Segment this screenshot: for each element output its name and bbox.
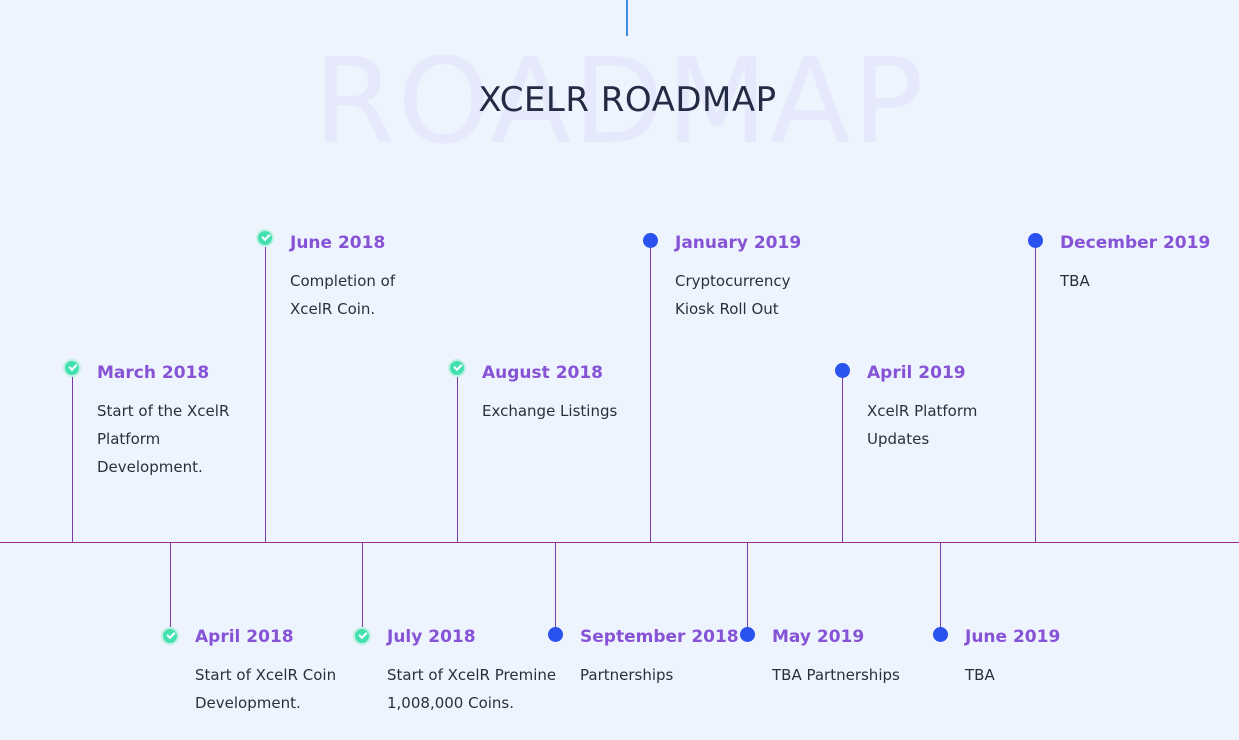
milestone-stem <box>747 543 748 635</box>
milestone-stem <box>1035 245 1036 542</box>
milestone-description: Start of the XcelR Platform Development. <box>97 402 230 476</box>
dot-icon <box>835 363 850 378</box>
milestone-item: June 2019 TBA <box>965 626 1105 689</box>
milestone-date: May 2019 <box>772 627 865 647</box>
milestone-description: Start of XcelR Premine 1,008,000 Coins. <box>387 666 557 712</box>
milestone-description: Exchange Listings <box>482 402 618 420</box>
milestone-stem <box>170 543 171 635</box>
milestone-description: Completion of XcelR Coin. <box>290 272 396 318</box>
page-title: XCELR ROADMAP <box>478 80 777 120</box>
top-connector-line <box>626 0 628 36</box>
milestone-date: September 2018 <box>580 627 739 647</box>
milestone-item: July 2018 Start of XcelR Premine 1,008,0… <box>387 626 567 717</box>
milestone-item: September 2018 Partnerships <box>580 626 740 689</box>
milestone-description: Partnerships <box>580 666 674 684</box>
milestone-date: April 2018 <box>195 627 294 647</box>
milestone-date: January 2019 <box>675 233 802 253</box>
milestone-date: July 2018 <box>387 627 476 647</box>
milestone-item: January 2019 Cryptocurrency Kiosk Roll O… <box>675 232 825 323</box>
milestone-item: April 2019 XcelR Platform Updates <box>867 362 1007 453</box>
milestone-description: TBA <box>1060 272 1090 290</box>
dot-icon <box>740 627 755 642</box>
milestone-date: December 2019 <box>1060 233 1211 253</box>
milestone-stem <box>940 543 941 635</box>
milestone-item: May 2019 TBA Partnerships <box>772 626 932 689</box>
milestone-item: June 2018 Completion of XcelR Coin. <box>290 232 430 323</box>
milestone-description: TBA Partnerships <box>772 666 900 684</box>
dot-icon <box>933 627 948 642</box>
milestone-date: April 2019 <box>867 363 966 383</box>
milestone-stem <box>362 543 363 635</box>
milestone-item: August 2018 Exchange Listings <box>482 362 642 425</box>
milestone-description: Cryptocurrency Kiosk Roll Out <box>675 272 791 318</box>
milestone-date: August 2018 <box>482 363 604 383</box>
milestone-stem <box>842 375 843 542</box>
dot-icon <box>643 233 658 248</box>
milestone-stem <box>72 375 73 542</box>
milestone-description: XcelR Platform Updates <box>867 402 978 448</box>
dot-icon <box>1028 233 1043 248</box>
check-icon <box>448 359 466 377</box>
milestone-date: June 2018 <box>290 233 386 253</box>
milestone-item: March 2018 Start of the XcelR Platform D… <box>97 362 247 481</box>
milestone-item: December 2019 TBA <box>1060 232 1230 295</box>
milestone-date: June 2019 <box>965 627 1061 647</box>
dot-icon <box>548 627 563 642</box>
check-icon <box>256 229 274 247</box>
milestone-item: April 2018 Start of XcelR Coin Developme… <box>195 626 350 717</box>
milestone-stem <box>650 245 651 542</box>
check-icon <box>63 359 81 377</box>
milestone-description: TBA <box>965 666 995 684</box>
milestone-stem <box>457 375 458 542</box>
milestone-stem <box>265 245 266 542</box>
milestone-date: March 2018 <box>97 363 210 383</box>
milestone-stem <box>555 543 556 635</box>
milestone-description: Start of XcelR Coin Development. <box>195 666 337 712</box>
check-icon <box>353 627 371 645</box>
timeline-axis <box>0 542 1239 543</box>
check-icon <box>161 627 179 645</box>
